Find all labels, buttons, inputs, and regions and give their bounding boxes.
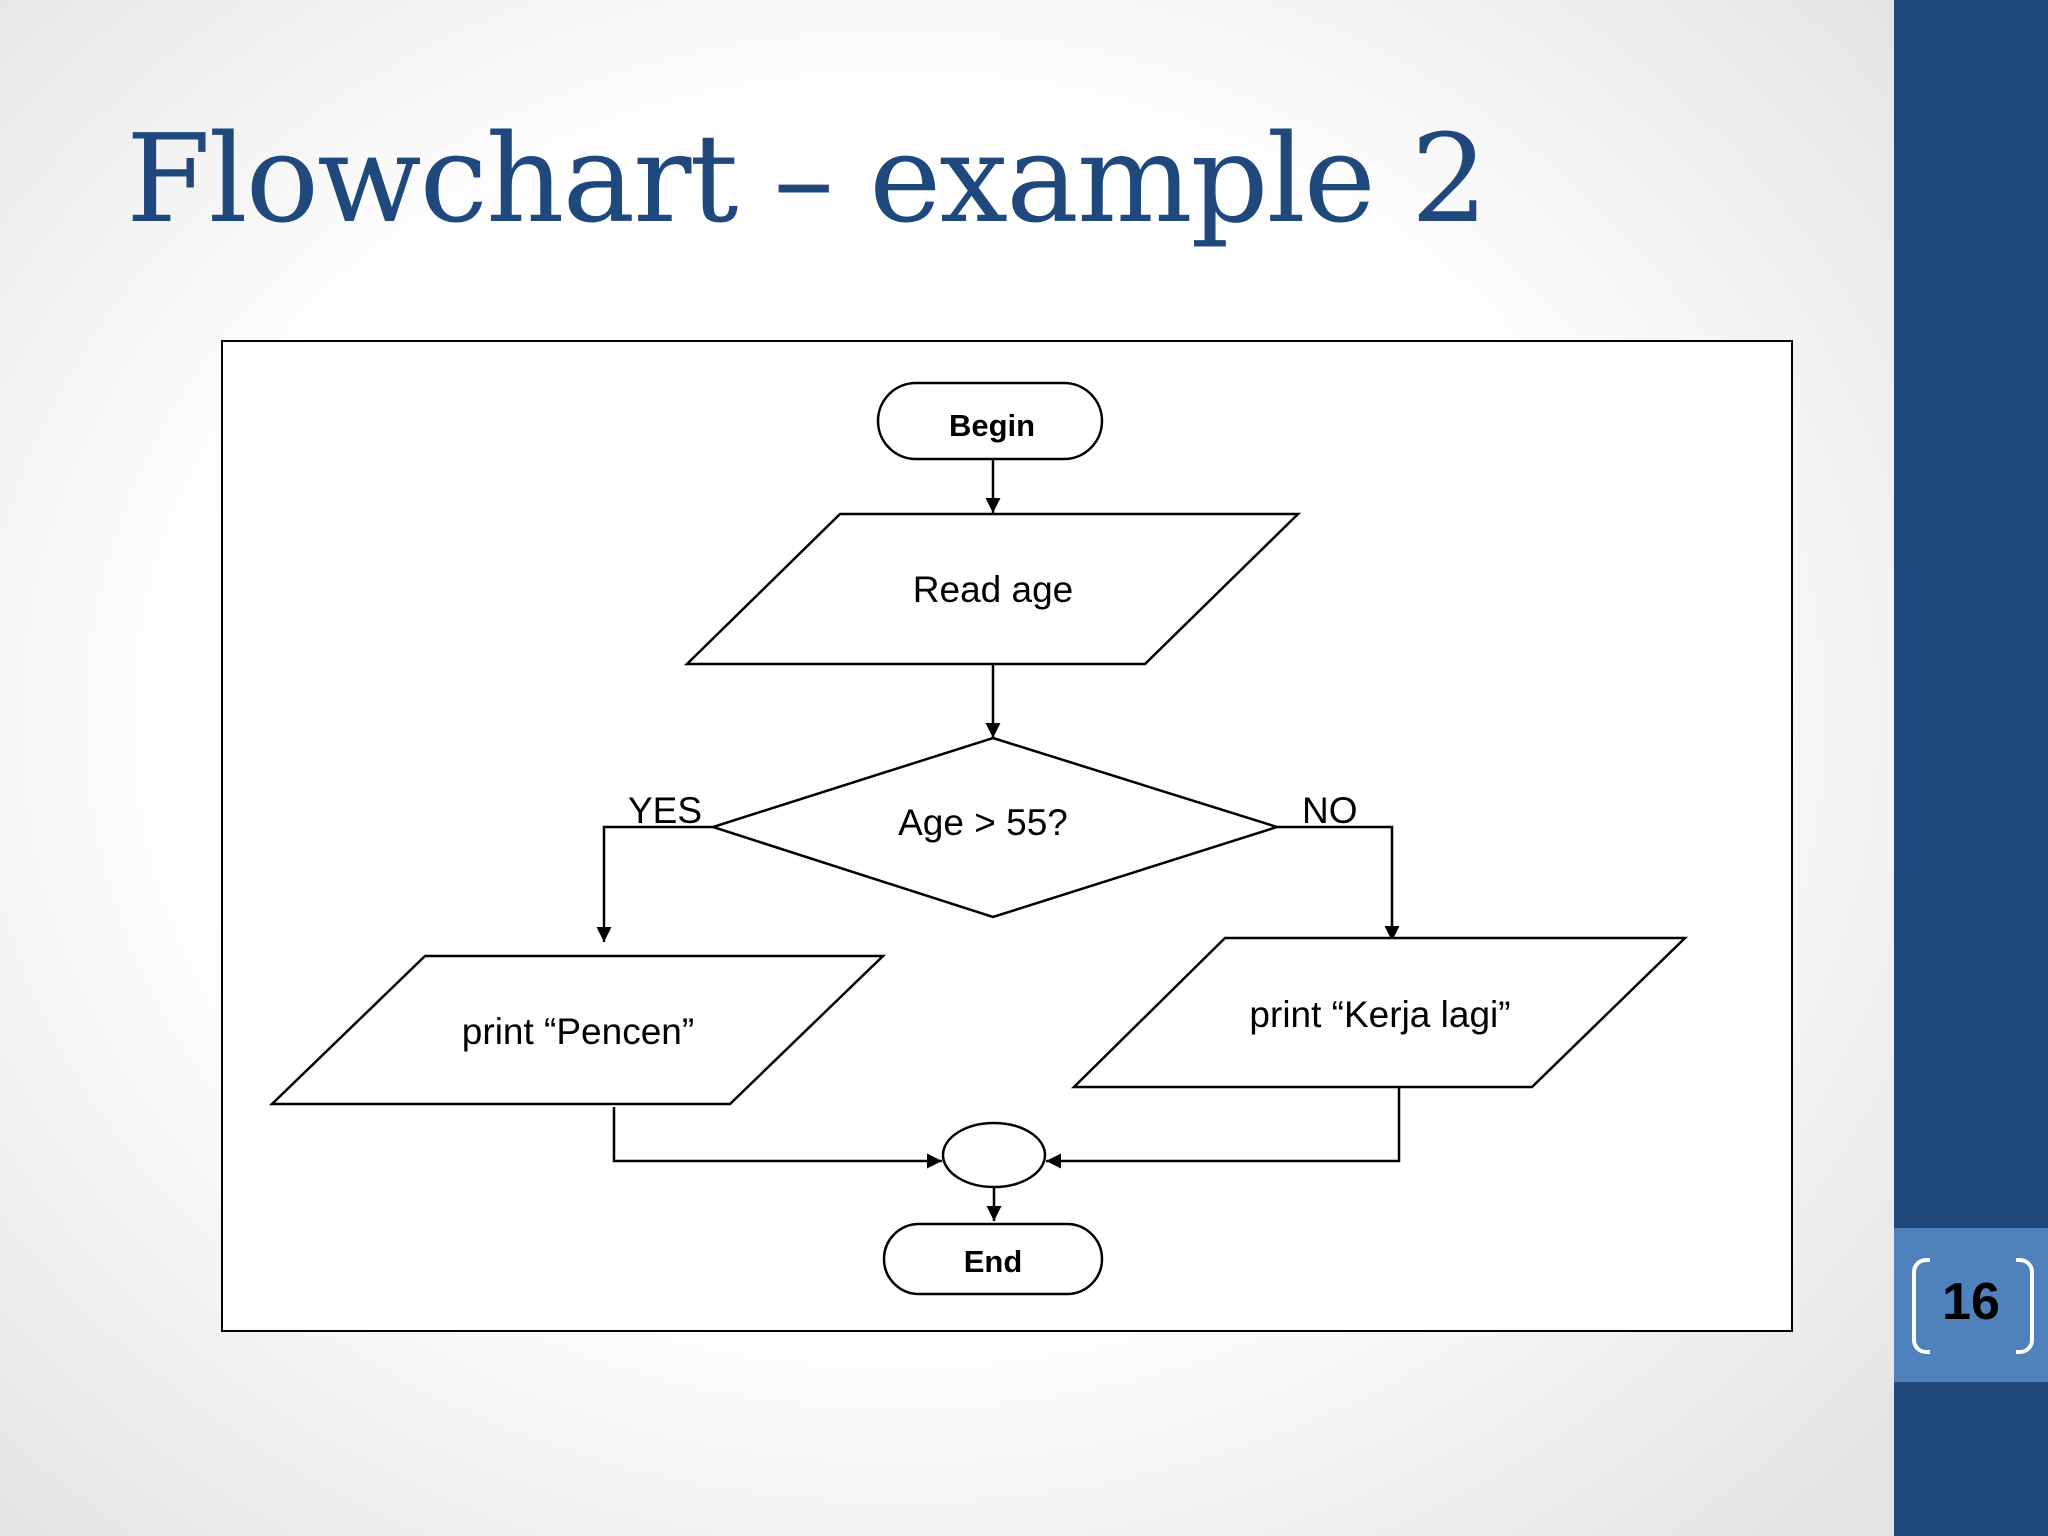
print-pencen-output-shape <box>268 954 887 1106</box>
right-bracket-icon <box>2016 1258 2034 1354</box>
decision-node: Age > 55? <box>708 736 1282 919</box>
end-node: End <box>882 1222 1104 1296</box>
print-kerja-lagi-output-shape <box>1070 936 1689 1089</box>
print-kerja-lagi-node: print “Kerja lagi” <box>1070 936 1689 1089</box>
print-pencen-label: print “Pencen” <box>462 1011 694 1052</box>
read-age-node: Read age <box>683 512 1302 666</box>
read-age-input-shape <box>683 512 1302 666</box>
footer-date: July 2005 <box>1971 873 2006 1007</box>
left-bracket-icon <box>1912 1258 1930 1354</box>
print-kerja-lagi-label: print “Kerja lagi” <box>1249 994 1510 1035</box>
yes-branch-label: YES <box>628 790 702 831</box>
decision-diamond-shape <box>708 736 1282 919</box>
begin-terminator-shape <box>876 381 1104 461</box>
end-label: End <box>964 1244 1023 1279</box>
edge-decision-yes-to-print-pencen <box>596 825 713 942</box>
begin-label: Begin <box>949 408 1035 443</box>
edge-print-pencen-to-connector <box>612 1107 942 1169</box>
page-number-box: 16 <box>1894 1228 2048 1382</box>
page-number: 16 <box>1942 1273 2000 1331</box>
decision-label: Age > 55? <box>898 802 1068 843</box>
connector-node <box>941 1121 1047 1189</box>
edge-decision-no-to-print-kerja-lagi <box>1277 825 1400 941</box>
edge-print-kerja-lagi-to-connector <box>1046 1087 1401 1169</box>
slide-title: Flowchart – example 2 <box>126 108 1488 250</box>
read-age-label: Read age <box>913 569 1073 610</box>
footer-course-name: Principles of Programming - NI <box>1931 728 1966 1152</box>
begin-node: Begin <box>876 381 1104 461</box>
print-pencen-node: print “Pencen” <box>268 954 887 1106</box>
no-branch-label: NO <box>1302 790 1358 831</box>
slide-footer: Principles of Programming - NI July 2005 <box>1929 640 2009 1240</box>
end-terminator-shape <box>882 1222 1104 1296</box>
